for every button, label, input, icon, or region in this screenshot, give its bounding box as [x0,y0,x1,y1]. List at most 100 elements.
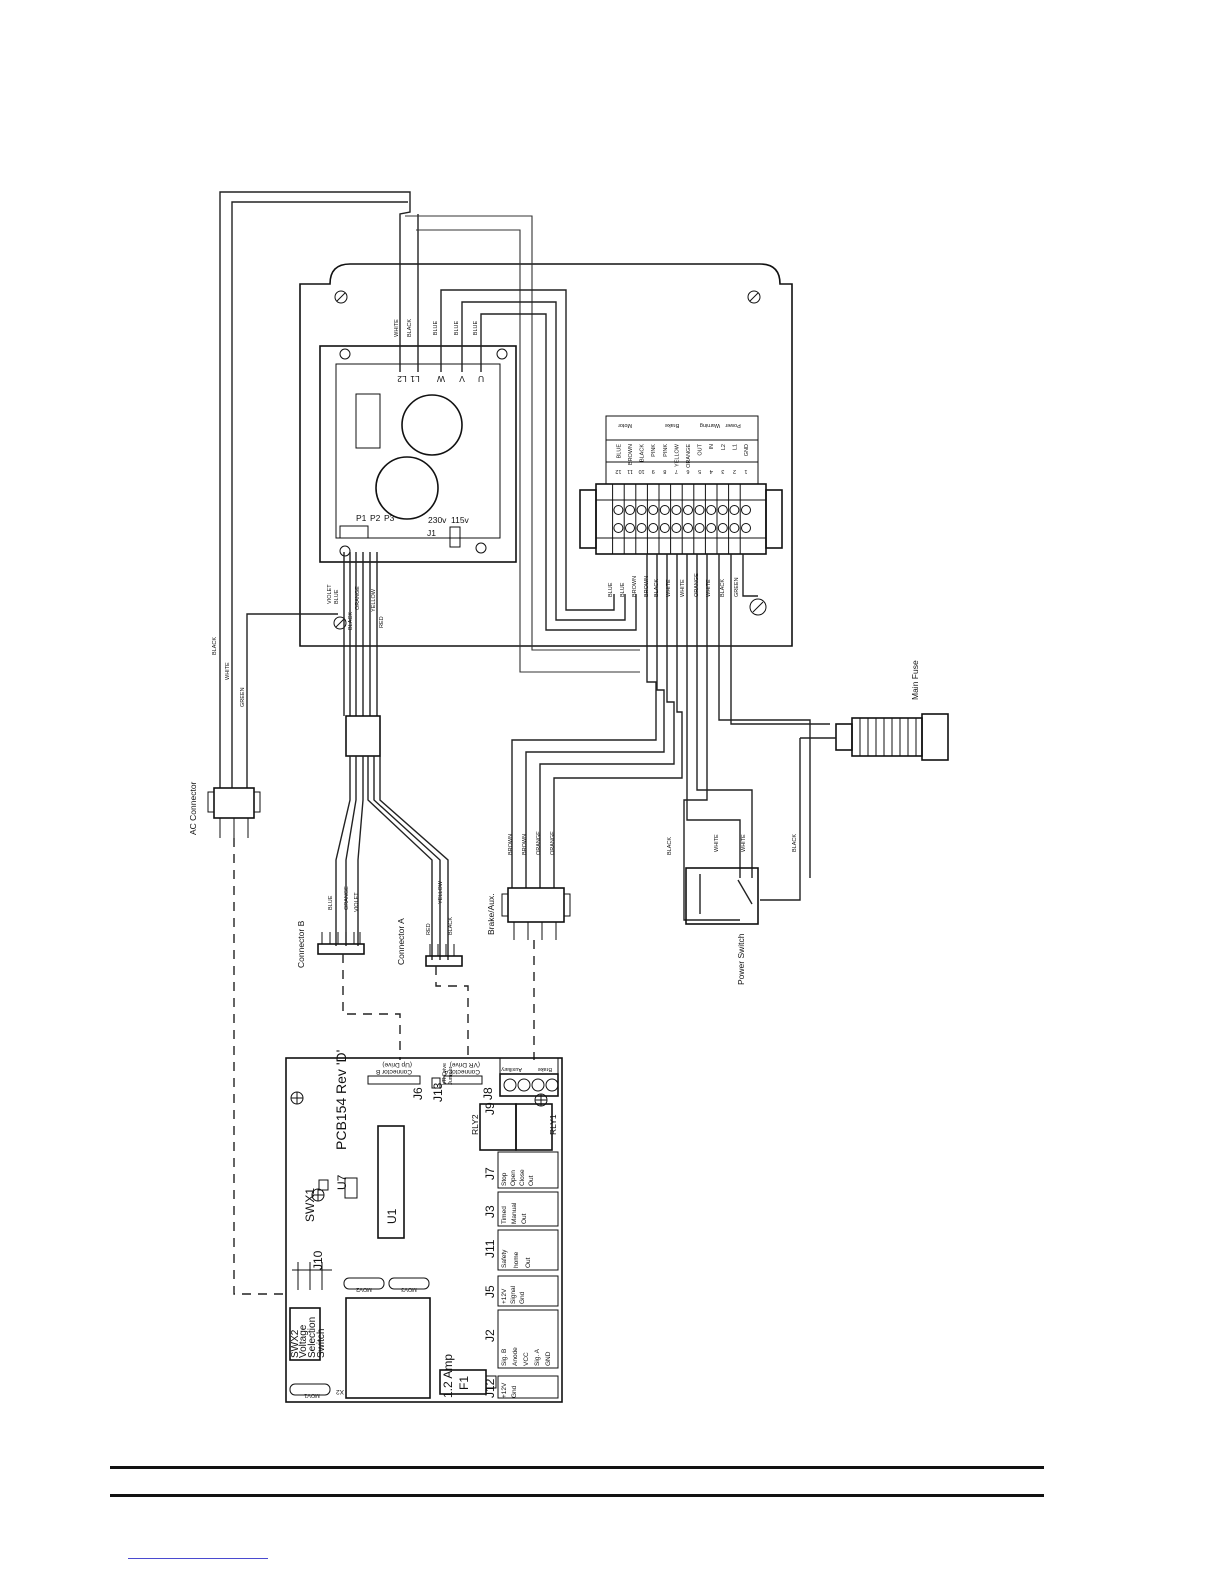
terminal-screw-bottom [683,523,693,533]
pcb-j2: J2 [483,1329,497,1342]
connector-a-wire-yellow: YELLOW [438,880,444,904]
power-switch-label: Power Switch [736,933,746,985]
pcb-j10: J10 [311,1250,325,1270]
drive-terminal-v: V [459,374,465,384]
pcb-f1: F1 [457,1376,471,1390]
terminal-number: 4 [710,468,713,474]
drive-terminal-l2: L2 [397,374,407,384]
pcb-fuse-rating: 1.2 Amp [441,1354,455,1398]
wire-label-red: RED [379,616,385,628]
pcb-u1: U1 [385,1208,399,1224]
voltage-label-115: 115v [451,515,470,525]
terminal-number: 1 [744,468,747,474]
pcb-rly1: RLY1 [548,1114,558,1135]
strip-wire-label: BROWN [632,576,638,597]
terminal-screw-bottom [706,523,717,533]
pcb-pin-label: Gnd [519,1291,526,1304]
terminal-number: 2 [733,468,736,474]
terminal-number: 11 [627,468,633,474]
terminal-screw-top [683,505,693,515]
pcb-pin-label: +12V [501,1288,508,1304]
connector-a-label: Connector A [396,918,406,965]
wire-label-black-l1: BLACK [407,319,413,337]
pcb-pin-label: Close [519,1169,526,1186]
pcb-title: PCB154 Rev 'D' [333,1050,349,1150]
footer-rule-top [110,1466,1044,1469]
wire-label-orange: ORANGE [355,586,361,610]
enclosure-screws [333,290,767,630]
pcb-mov3: MOV3 [401,1286,417,1292]
terminal-strip [579,415,783,555]
jumper-label-j1: J1 [427,528,436,538]
brake-wire-brown-1: BROWN [508,834,514,855]
pcb-pin-label: Anode [512,1347,519,1366]
strip-wire-label: BLACK [654,579,660,597]
terminal-signal: L1 [732,444,738,450]
strip-wiring [511,554,830,921]
connector-b-wire-blue: BLUE [328,895,334,910]
switch-wire-black-2: BLACK [792,834,798,852]
terminal-screw-top [741,505,751,515]
terminal-screw-top [625,505,635,515]
strip-wire-label: BLACK [720,579,726,597]
enclosure-outline [299,263,793,647]
pcb-brake-label: Brake [538,1066,552,1072]
power-switch [685,867,759,925]
pot-harness [335,552,449,960]
terminal-signal: BLUE [616,444,622,459]
pcb-pin-label: Safety [501,1249,508,1268]
terminal-screw-top [694,505,705,515]
terminal-signal: YELLOW [674,443,680,467]
pcb-j11: J11 [483,1239,497,1258]
terminal-number: 3 [721,468,724,474]
terminal-signal: L2 [721,444,727,450]
pcb-pin-label: Out [521,1213,528,1224]
pcb-pin-label: Stop [501,1172,508,1186]
pcb-j13: J13 [431,1082,445,1102]
wire-label-ac-black: BLACK [212,637,218,655]
top-wiring [219,191,640,788]
terminal-number: 10 [639,468,645,474]
pcb-j7: J7 [483,1167,497,1180]
terminal-screw-top [706,505,717,515]
switch-wire-white-1: WHITE [714,834,720,852]
wire-label-black: BLACK [348,612,354,630]
pcb-connector-b-label: Connector B [376,1068,412,1075]
pcb-vr-jumper-1: VR Drive [442,1063,448,1085]
drive-terminal-u: U [478,374,484,384]
pcb154-board [285,1057,563,1403]
terminal-signal: BROWN [628,444,634,465]
terminal-number: 7 [675,468,678,474]
terminal-screw-bottom [659,523,670,533]
brake-wire-brown-2: BROWN [522,834,528,855]
pcb-pin-label: Gnd [511,1385,518,1398]
terminal-screw-bottom [625,523,635,533]
terminal-number: 6 [686,468,689,474]
strip-wire-label: GREEN [734,577,740,597]
pcb-pin-label: Sig. A [534,1348,541,1366]
connector-b-label: Connector B [296,920,306,968]
terminal-group-power: Power [725,422,741,428]
connector-a [425,944,463,967]
terminal-strip-cells: 1GND2L13L24IN5OUT6ORANGE7YELLOW8PINK9PIN… [612,443,751,554]
terminal-signal: GND [744,444,750,456]
connector-b-wire-orange: ORANGE [344,886,350,910]
voltage-label-230: 230v [428,515,447,525]
terminal-group-brake: Brake [665,422,679,428]
pcb-voltage-text: Voltage [298,1324,309,1358]
terminal-signal: BLACK [640,444,646,462]
terminal-number: 8 [663,468,666,474]
pcb-j6: J6 [411,1087,425,1100]
pcb-connector-a-sub: (VR Drive) [450,1061,480,1068]
pcb-vr-jumper-2: Jumper [448,1066,454,1085]
switch-wire-white-2: WHITE [741,834,747,852]
pcb-x2: X2 [336,1388,344,1395]
wire-label-yellow: YELLOW [371,588,377,612]
main-fuse [760,713,949,901]
terminal-screw-top [729,505,740,515]
terminal-screw-bottom [717,523,728,533]
pcb-switch-text: Switch [316,1329,327,1358]
drive-terminal-l1: L1 [410,374,420,384]
